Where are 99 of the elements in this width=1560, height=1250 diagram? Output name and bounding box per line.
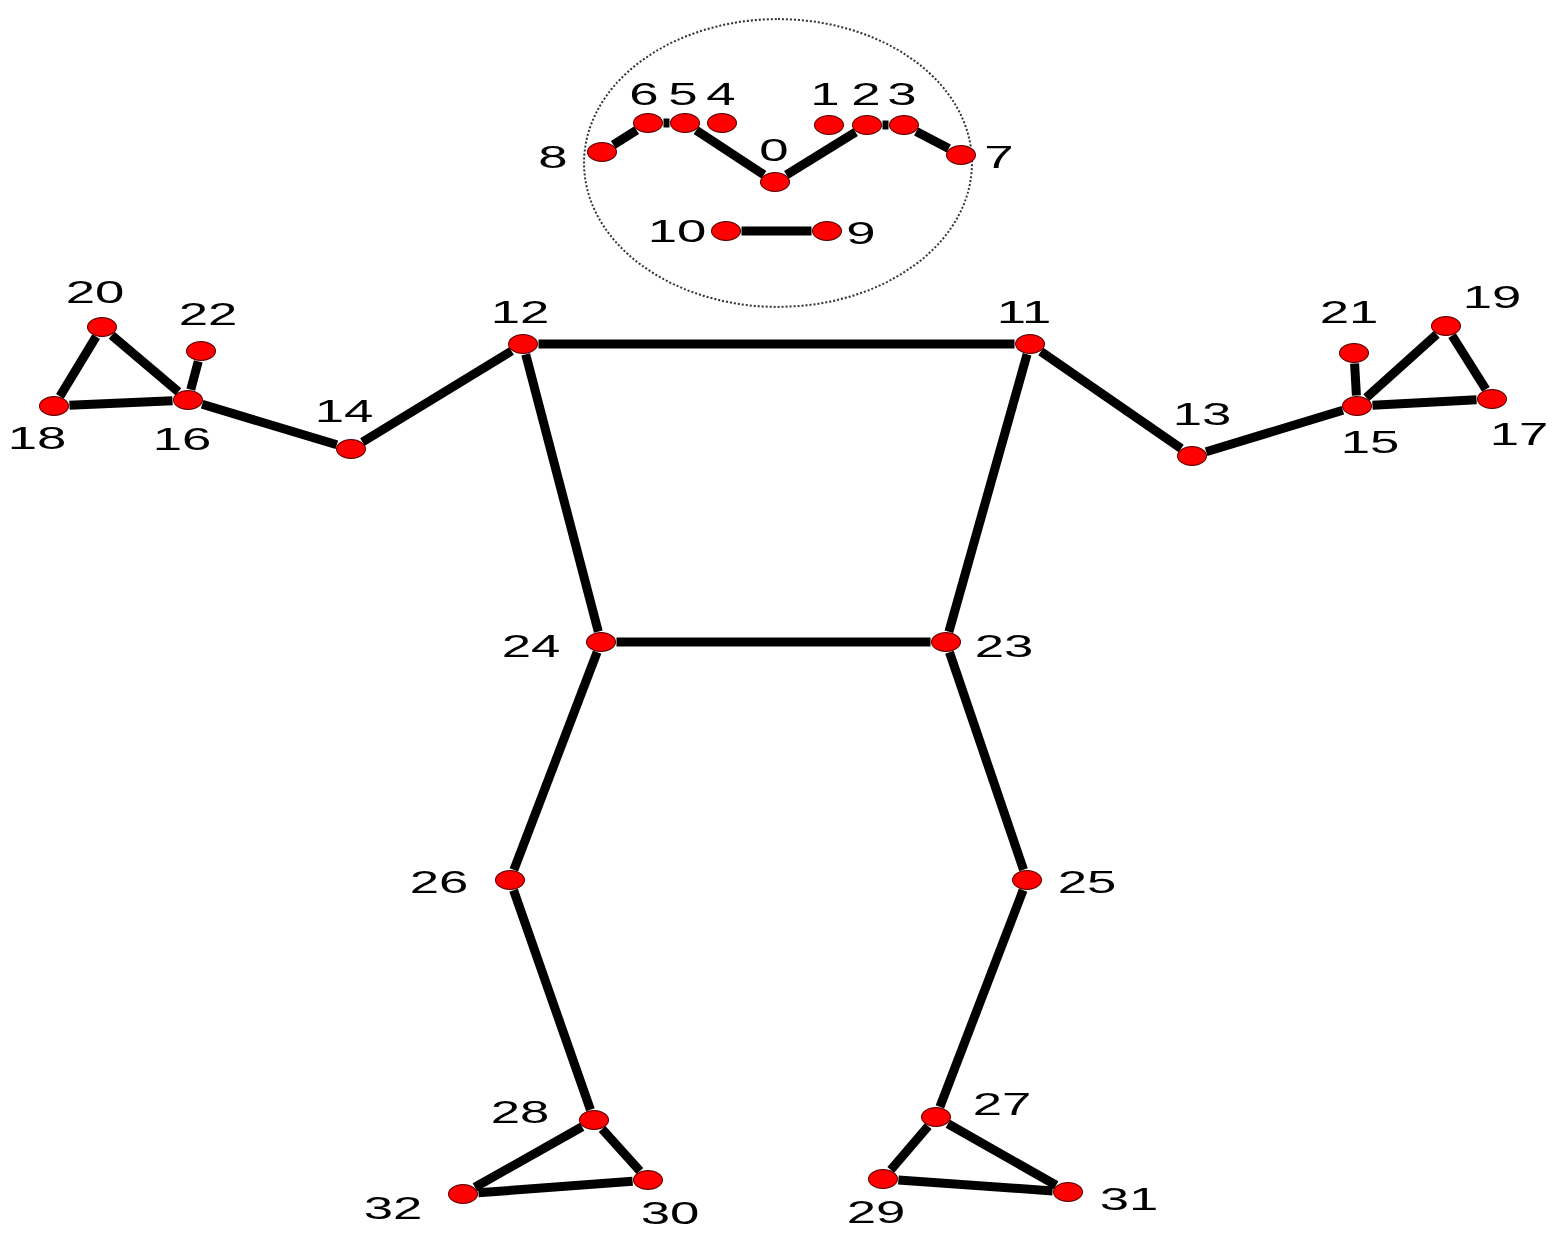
skeleton-line <box>784 128 858 179</box>
keypoint-number: 27 <box>972 1088 1032 1120</box>
keypoint-dot <box>87 317 117 337</box>
skeleton-line <box>509 888 595 1112</box>
skeleton-line <box>538 339 1015 349</box>
skeleton-line <box>1204 406 1345 456</box>
keypoint-dot <box>1431 316 1461 336</box>
skeleton-line <box>598 1125 644 1175</box>
skeleton-line <box>1350 363 1361 396</box>
keypoint-number: 32 <box>363 1192 423 1224</box>
keypoint-number: 9 <box>846 217 876 249</box>
keypoint-number: 13 <box>1172 398 1232 430</box>
skeleton-line <box>887 1123 932 1173</box>
skeleton-line <box>360 347 514 446</box>
skeleton-line <box>186 360 203 391</box>
keypoint-dot <box>812 221 842 241</box>
skeleton-line <box>478 1176 633 1198</box>
keypoint-number: 22 <box>178 298 238 330</box>
keypoint-number: 16 <box>152 423 212 455</box>
keypoint-dot <box>186 341 216 361</box>
keypoint-dot <box>946 145 976 165</box>
keypoint-dot <box>1015 334 1045 354</box>
skeleton-line <box>1363 331 1440 401</box>
keypoint-number: 30 <box>640 1197 700 1229</box>
keypoint-number: 26 <box>409 866 469 898</box>
keypoint-number: 5 <box>668 78 698 110</box>
keypoint-number: 2 <box>851 78 881 110</box>
keypoint-number: 20 <box>65 276 125 308</box>
skeleton-line <box>472 1122 585 1192</box>
keypoint-number: 24 <box>501 630 561 662</box>
keypoint-number: 4 <box>706 78 736 110</box>
keypoint-dot <box>814 115 844 135</box>
keypoint-dot <box>889 115 919 135</box>
skeleton-line <box>69 396 173 410</box>
skeleton-line <box>693 126 767 179</box>
skeleton-line <box>1448 333 1490 392</box>
keypoint-dot <box>921 1107 951 1127</box>
keypoint-dot <box>579 1110 609 1130</box>
skeleton-line <box>1038 347 1184 453</box>
keypoint-number: 11 <box>996 296 1052 328</box>
keypoint-number: 25 <box>1057 866 1117 898</box>
keypoint-number: 14 <box>314 395 374 427</box>
skeleton-line <box>945 650 1028 872</box>
keypoint-dot <box>711 221 741 241</box>
skeleton-line <box>882 120 889 130</box>
keypoint-number: 21 <box>1319 296 1379 328</box>
keypoint-number: 1 <box>810 78 840 110</box>
keypoint-dot <box>1053 1182 1083 1202</box>
keypoint-dot <box>633 1170 663 1190</box>
keypoint-number: 19 <box>1462 281 1522 313</box>
keypoint-number: 10 <box>647 215 707 247</box>
keypoint-number: 15 <box>1340 426 1400 458</box>
keypoint-dot <box>173 390 203 410</box>
keypoint-dot <box>1177 446 1207 466</box>
keypoint-dot <box>931 632 961 652</box>
keypoint-dot <box>760 172 790 192</box>
keypoint-dot <box>633 113 663 133</box>
keypoint-dot <box>852 115 882 135</box>
skeleton-line <box>616 637 931 647</box>
keypoint-number: 3 <box>887 78 917 110</box>
keypoint-dot <box>587 142 617 162</box>
keypoint-dot <box>707 113 737 133</box>
keypoint-dot <box>670 113 700 133</box>
keypoint-dot <box>1477 389 1507 409</box>
skeleton-line <box>663 118 670 128</box>
skeleton-line <box>509 650 602 872</box>
skeleton-line <box>898 1175 1053 1196</box>
keypoint-number: 7 <box>984 141 1014 173</box>
skeleton-line <box>108 331 182 396</box>
keypoint-number: 23 <box>974 630 1034 662</box>
keypoint-dot <box>39 396 69 416</box>
keypoint-dot <box>448 1184 478 1204</box>
keypoint-number: 29 <box>846 1196 906 1228</box>
keypoint-dot <box>868 1169 898 1189</box>
skeleton-line <box>944 353 1032 633</box>
keypoint-dot <box>336 439 366 459</box>
keypoint-number: 0 <box>759 134 789 166</box>
keypoint-number: 6 <box>629 78 659 110</box>
skeleton-line <box>935 888 1028 1109</box>
keypoint-dot <box>1342 396 1372 416</box>
keypoint-number: 28 <box>490 1096 550 1128</box>
keypoint-dot <box>586 632 616 652</box>
skeleton-line <box>945 1119 1059 1190</box>
skeleton-line <box>56 334 100 399</box>
skeleton-line <box>200 399 339 450</box>
keypoint-number: 17 <box>1489 418 1549 450</box>
keypoint-dot <box>495 870 525 890</box>
keypoint-dot <box>508 334 538 354</box>
keypoint-number: 12 <box>490 296 550 328</box>
skeleton-line <box>1372 395 1477 410</box>
keypoint-number: 18 <box>7 422 67 454</box>
keypoint-number: 31 <box>1099 1183 1159 1215</box>
skeleton-line <box>741 226 812 236</box>
keypoint-number: 8 <box>538 141 568 173</box>
skeleton-line <box>914 127 951 153</box>
skeleton-line <box>610 126 640 149</box>
skeleton-line <box>521 353 603 633</box>
keypoint-dot <box>1012 870 1042 890</box>
keypoint-dot <box>1339 343 1369 363</box>
